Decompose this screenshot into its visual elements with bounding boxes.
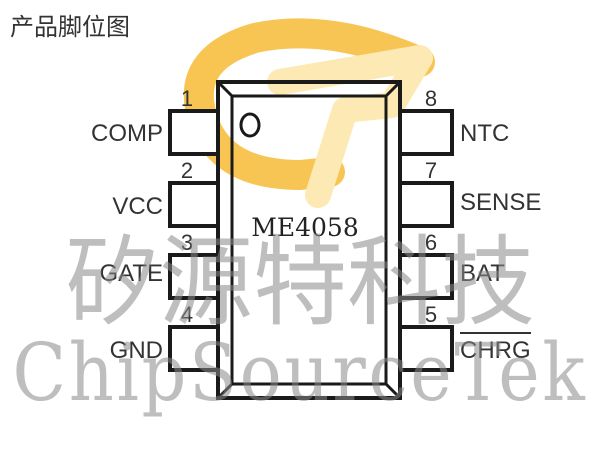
pin-number: 1 — [181, 86, 193, 111]
pin-label: COMP — [91, 120, 163, 147]
pin-6: 6 BAT — [398, 230, 505, 300]
pin-1: 1 COMP — [91, 86, 220, 156]
pin-2: 2 VCC — [112, 158, 220, 228]
watermark-english: ChipSourceTek — [13, 326, 588, 419]
pin-number: 4 — [181, 302, 193, 327]
watermark-chinese: 矽源特科技 — [65, 226, 535, 340]
pin-number: 5 — [425, 302, 437, 327]
pin-5: 5 CHRG — [398, 302, 531, 372]
pin-8: 8 NTC — [398, 86, 509, 156]
pin-label: GND — [110, 337, 163, 364]
pin-3: 3 GATE — [99, 230, 220, 300]
chip-body — [216, 80, 402, 400]
pin-number: 6 — [425, 230, 437, 255]
pin-number: 8 — [425, 86, 437, 111]
pin-4: 4 GND — [110, 302, 220, 372]
pin-label: VCC — [112, 193, 163, 220]
pin-number: 7 — [425, 158, 437, 183]
pin-label: SENSE — [460, 189, 541, 216]
pin-label: CHRG — [460, 337, 531, 364]
pin-number: 2 — [181, 158, 193, 183]
chip-label: ME4058 — [251, 213, 358, 242]
pin-label: NTC — [460, 120, 509, 147]
pin-label: GATE — [99, 260, 163, 287]
pin-7: 7 SENSE — [398, 158, 541, 228]
chipsourcetek-logo — [183, 18, 435, 208]
pin-label: BAT — [460, 260, 505, 287]
pin-number: 3 — [181, 230, 193, 255]
pin1-marker — [239, 112, 261, 138]
page-title: 产品脚位图 — [10, 13, 130, 41]
